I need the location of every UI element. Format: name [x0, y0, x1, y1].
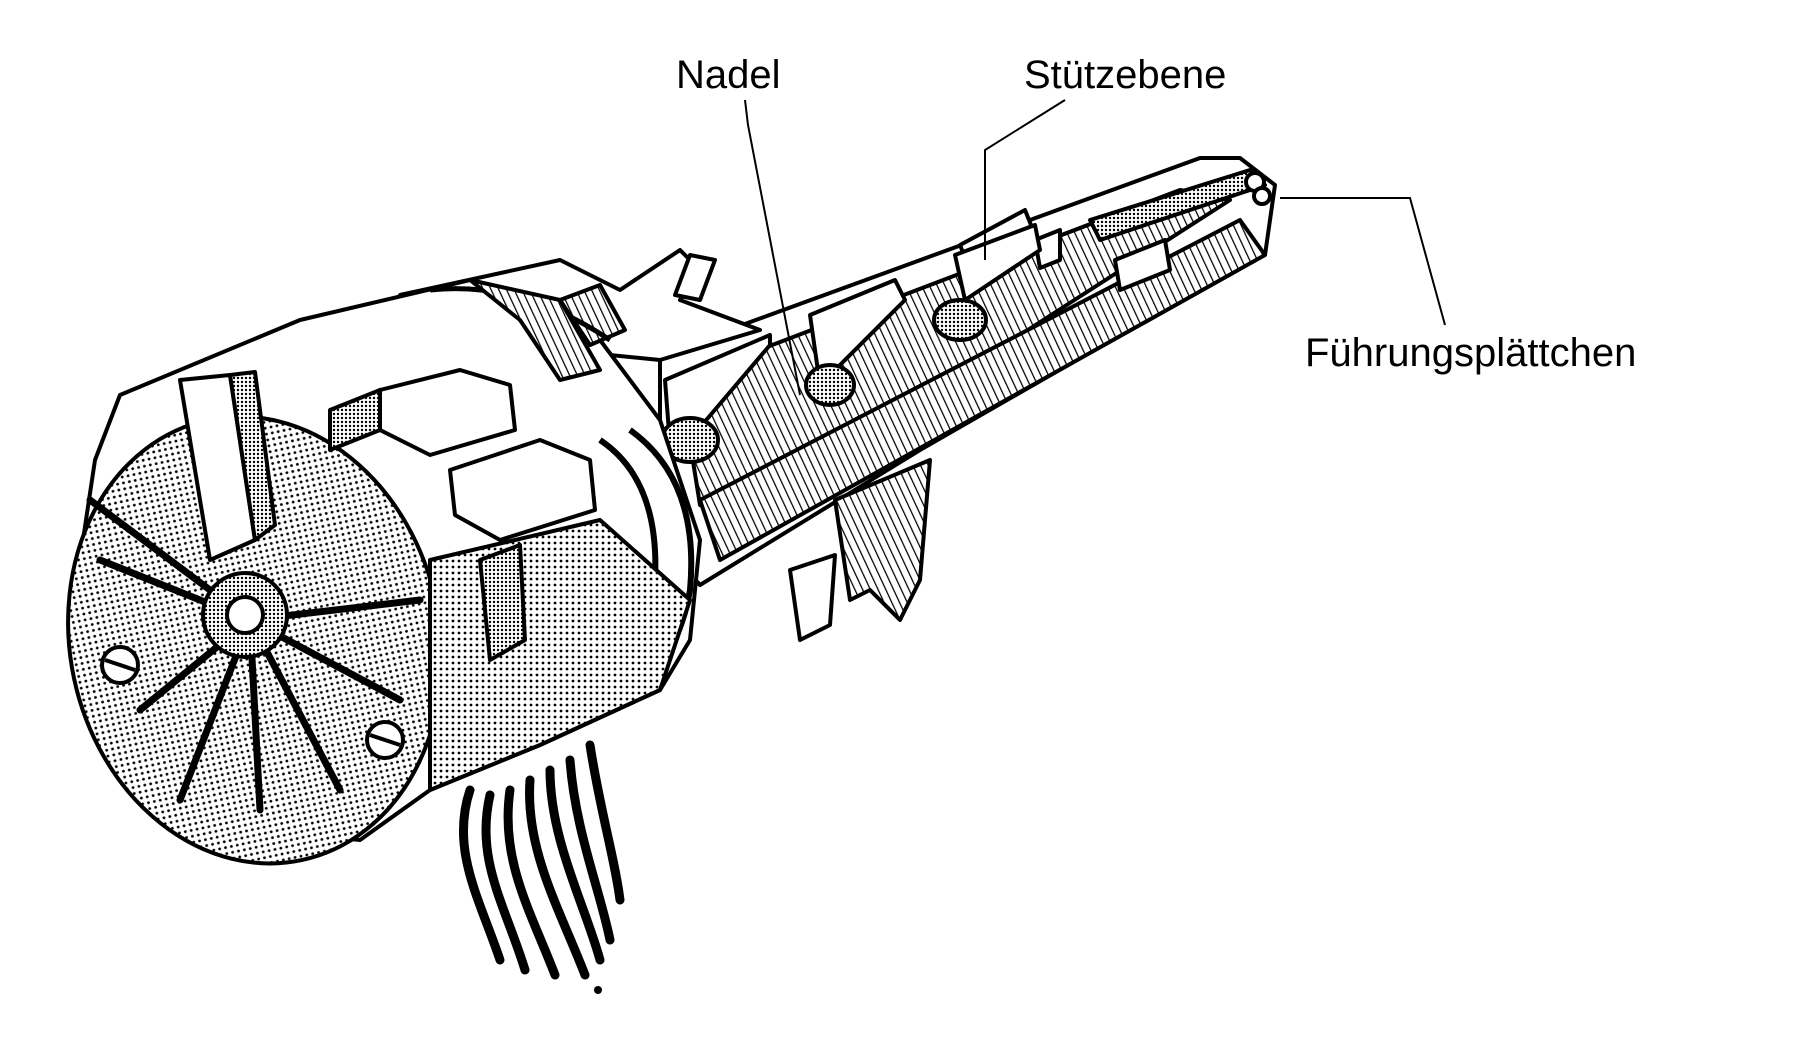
label-stuetzebene: Stützebene	[1024, 53, 1227, 97]
leader-line-nadel	[744, 99, 801, 396]
housing	[66, 278, 702, 866]
leader-line-fuehrungsplaettchen	[1280, 197, 1446, 326]
leader-line-stuetzebene	[984, 99, 1066, 260]
nose-barrel	[658, 156, 1277, 642]
leader-lines	[744, 99, 1446, 396]
label-nadel: Nadel	[676, 53, 781, 97]
label-fuehrungsplaettchen: Führungsplättchen	[1305, 331, 1637, 375]
cable-bundle	[458, 740, 625, 994]
